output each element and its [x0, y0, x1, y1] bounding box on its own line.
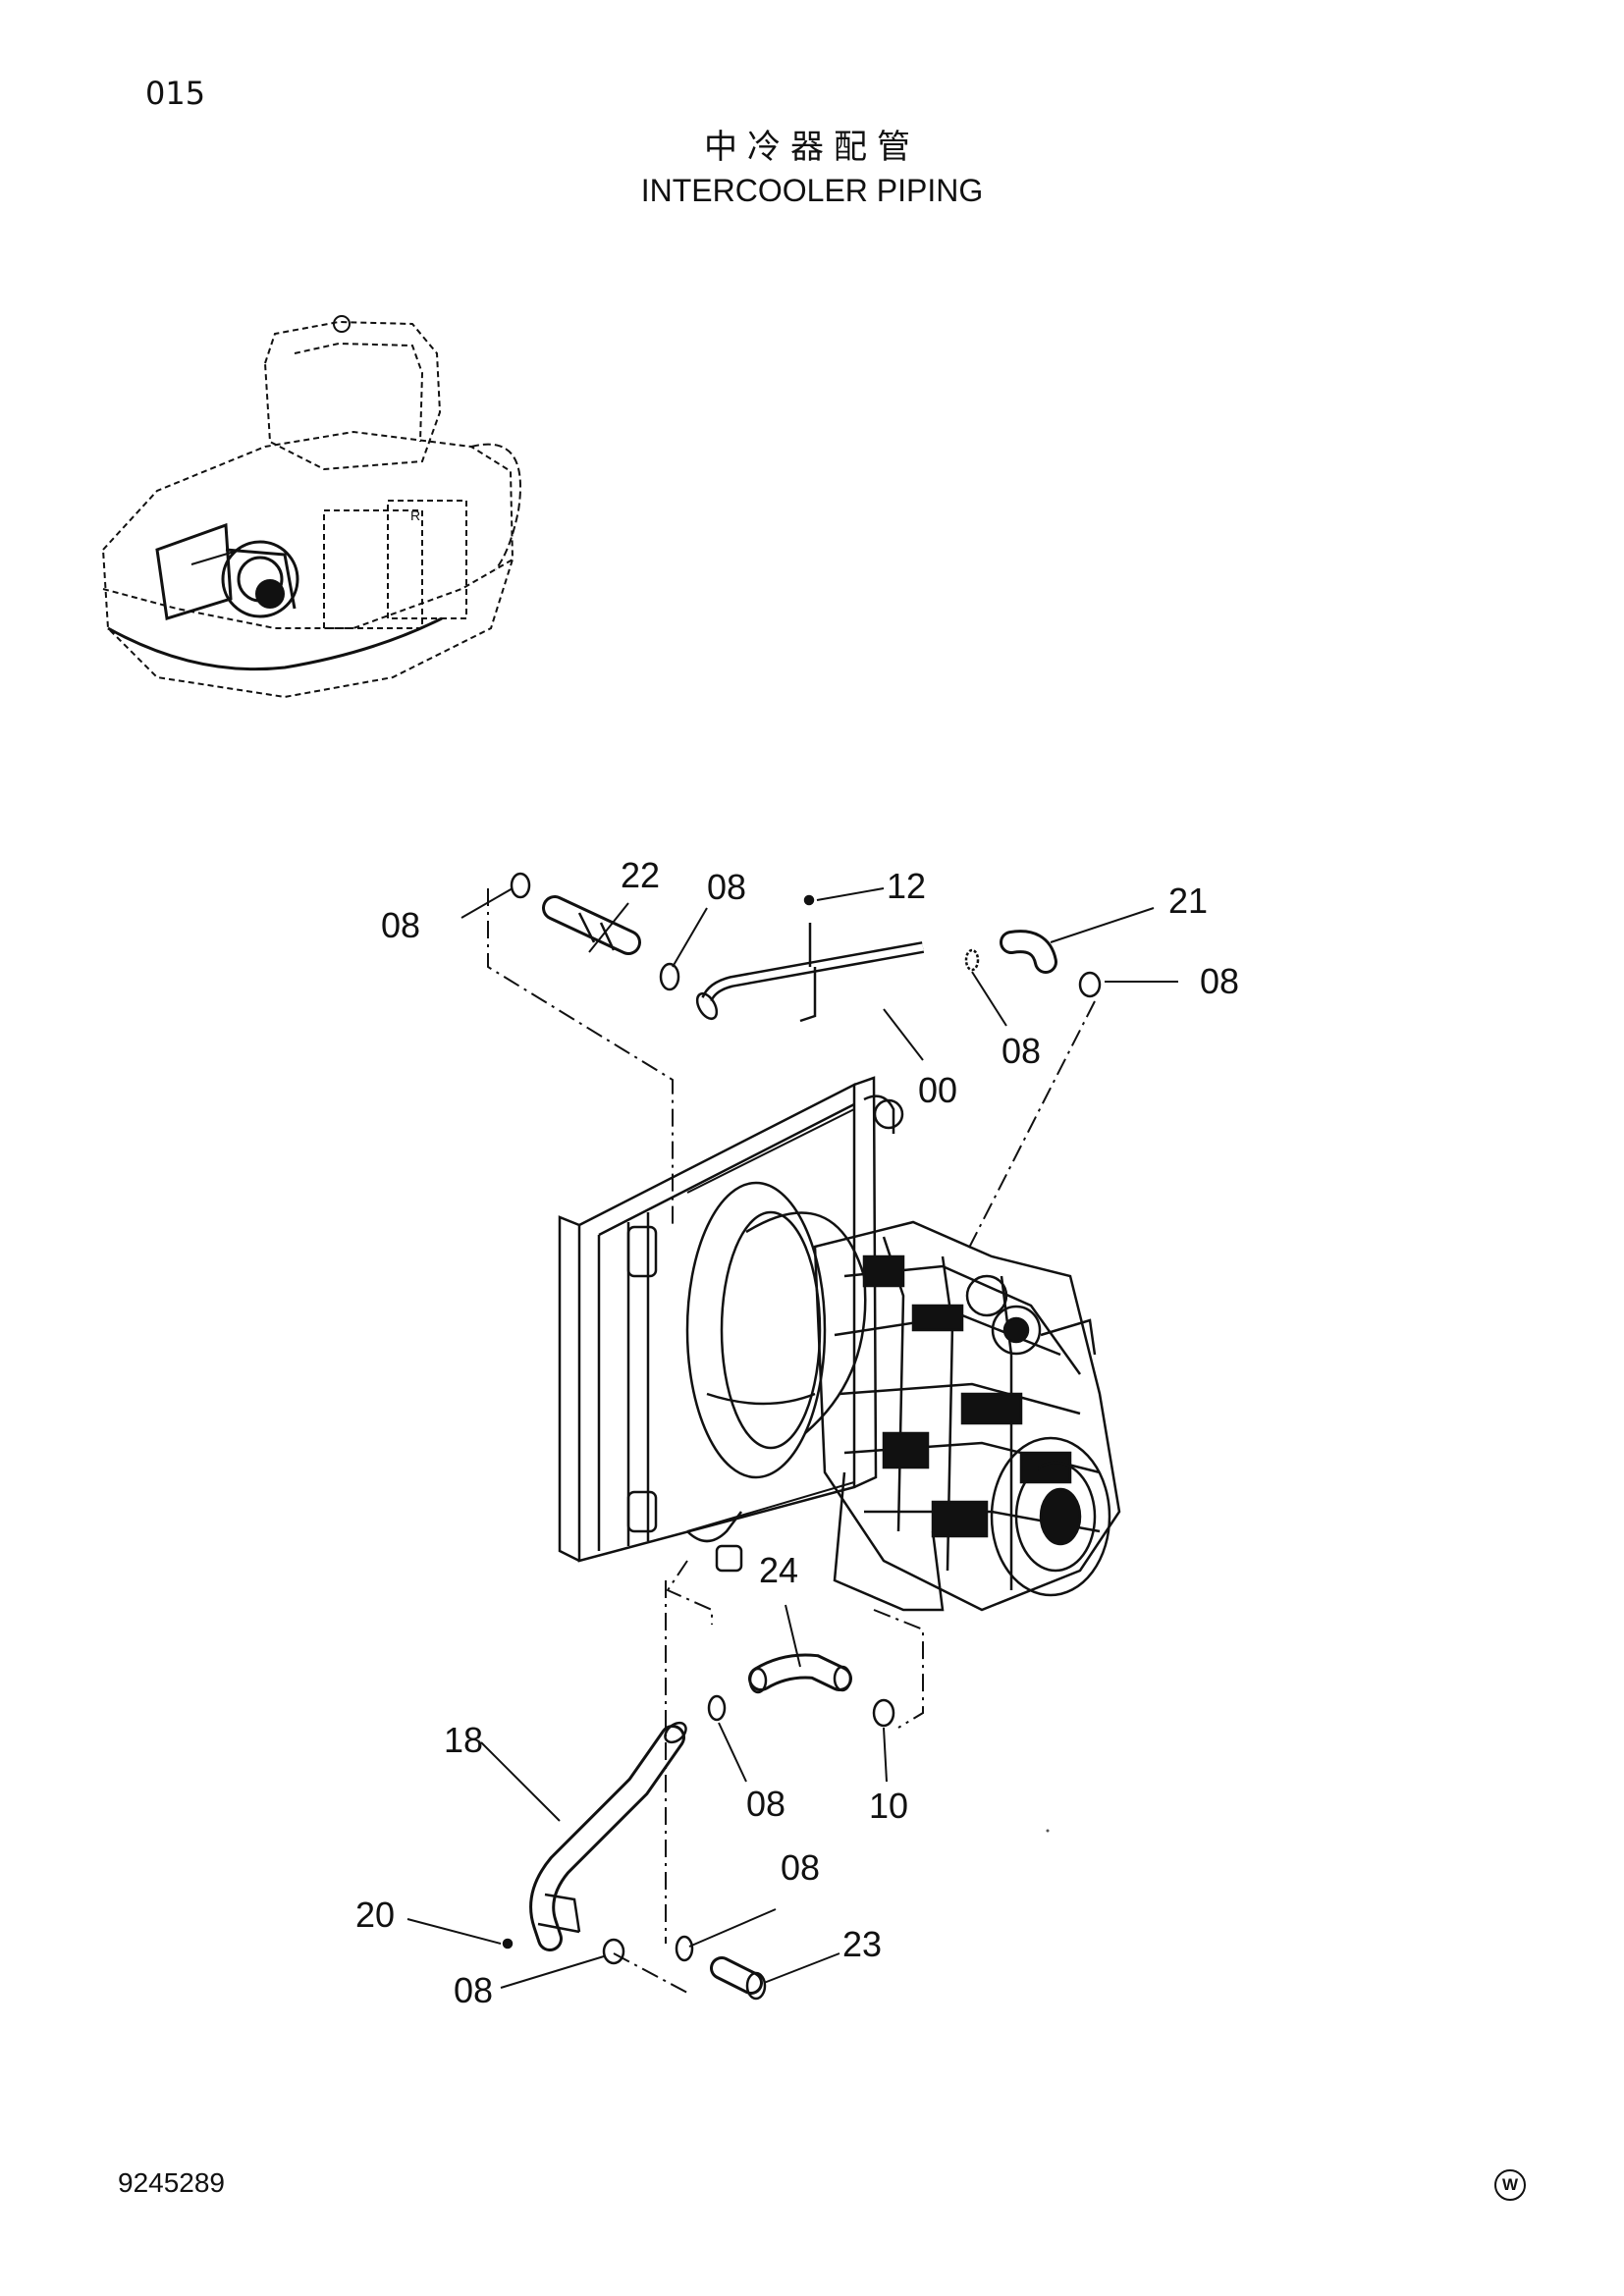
- leader-lines: [406, 887, 1178, 1989]
- w-circle-mark: W: [1494, 2169, 1526, 2201]
- speck: [1046, 1829, 1050, 1833]
- fan-shroud: [685, 1181, 867, 1479]
- callout-labels: 08 22 08 12 21 08 08 00 24 08 10 18 08 2…: [355, 855, 1239, 2010]
- callout-24: 24: [759, 1550, 798, 1590]
- callout-08-g: 08: [454, 1970, 493, 2010]
- callout-00: 00: [918, 1070, 957, 1110]
- hose-23: [710, 1956, 767, 2001]
- document-number: 9245289: [118, 2167, 226, 2198]
- pipe-18: [529, 1721, 687, 1951]
- radiator-assembly: [558, 1076, 904, 1573]
- callout-08-e: 08: [746, 1784, 785, 1824]
- clamp-08-upper-mid: [659, 962, 680, 991]
- hose-21: [1000, 930, 1057, 974]
- callout-22: 22: [621, 855, 660, 895]
- intercooler-main-drawing: [502, 872, 1121, 2001]
- clamp-08-lower-left: [602, 1938, 625, 1965]
- callout-12: 12: [887, 866, 926, 906]
- svg-text:R: R: [410, 507, 420, 523]
- hose-24: [748, 1653, 852, 1694]
- bolt-12: [803, 894, 815, 906]
- callout-23: 23: [842, 1924, 882, 1964]
- clamp-08-upper-left: [510, 872, 531, 899]
- page-number: 015: [145, 75, 206, 112]
- callout-08-f: 08: [781, 1847, 820, 1888]
- engine-block: [813, 1220, 1121, 1612]
- bolt-20: [502, 1938, 514, 1949]
- clamp-08-upper-right: [964, 948, 980, 972]
- title-chinese: 中冷器配管: [704, 128, 920, 167]
- callout-21: 21: [1168, 881, 1208, 921]
- pipe-00: [695, 923, 925, 1023]
- callout-20: 20: [355, 1895, 395, 1935]
- assembly-lines: [487, 888, 1096, 1994]
- machine-overview-drawing: R: [101, 315, 521, 699]
- title-english: INTERCOOLER PIPING: [640, 173, 984, 208]
- callout-08-d: 08: [1001, 1031, 1041, 1071]
- clamp-08-lower-right: [675, 1935, 694, 1962]
- clamp-10: [872, 1698, 895, 1728]
- callout-08-b: 08: [707, 867, 746, 907]
- callout-08-a: 08: [381, 905, 420, 945]
- hose-22: [542, 895, 641, 955]
- callout-10: 10: [869, 1786, 908, 1826]
- clamp-08-lower-mid: [707, 1694, 727, 1722]
- callout-08-c: 08: [1200, 961, 1239, 1001]
- callout-18: 18: [444, 1720, 483, 1760]
- clamp-08-right: [1078, 971, 1102, 998]
